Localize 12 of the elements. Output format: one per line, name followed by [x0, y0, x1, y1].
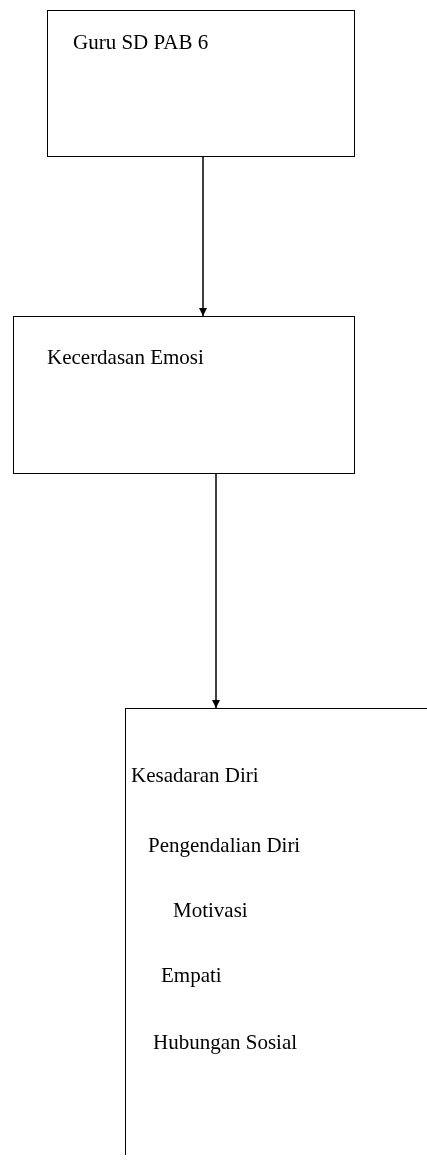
box-text: Kesadaran Diri — [131, 764, 259, 788]
process-box — [125, 708, 427, 1155]
box-text: Hubungan Sosial — [153, 1031, 298, 1055]
box-text: Guru SD PAB 6 — [73, 31, 209, 55]
process-box — [47, 10, 355, 157]
box-text: Pengendalian Diri — [148, 834, 301, 858]
arrow — [199, 156, 207, 317]
process-box — [13, 316, 355, 474]
box-text: Empati — [161, 964, 222, 988]
arrow — [212, 473, 220, 709]
box-text: Kecerdasan Emosi — [47, 346, 204, 370]
box-text: Motivasi — [173, 899, 248, 923]
